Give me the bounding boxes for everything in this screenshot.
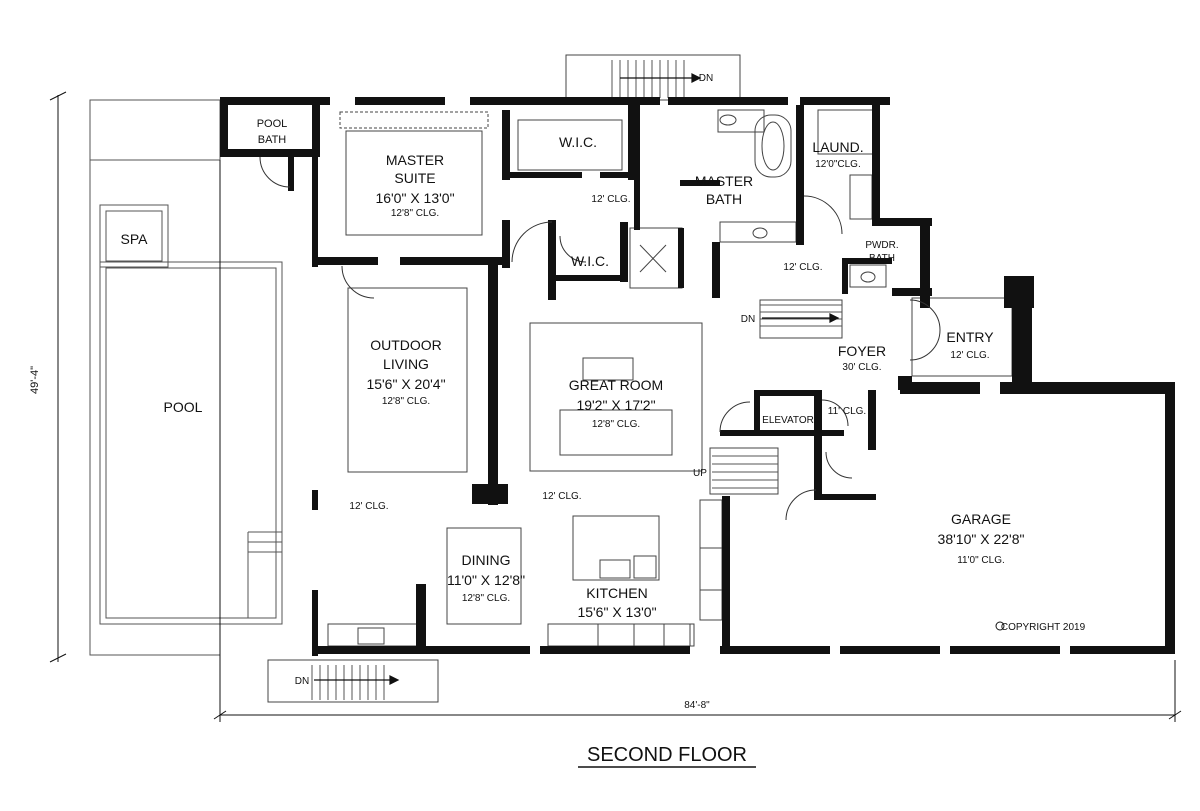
svg-text:PWDR.: PWDR. [865, 240, 898, 251]
bath-hall-clg-label: 12' CLG. [783, 262, 822, 273]
door-swings [259, 156, 941, 521]
wic-top-label: W.I.C. [559, 134, 597, 150]
master-bath-label: MASTER BATH [695, 173, 753, 207]
master-suite-label: MASTER SUITE 16'0" X 13'0" 12'8" CLG. [375, 152, 454, 219]
pool-label: POOL [164, 399, 203, 415]
svg-text:12'8" CLG.: 12'8" CLG. [382, 396, 430, 407]
svg-text:12' CLG.: 12' CLG. [950, 350, 989, 361]
pool-bath-label: POOL BATH [257, 118, 288, 146]
outdoor-living-label: OUTDOOR LIVING 15'6" X 20'4" 12'8" CLG. [366, 337, 445, 407]
svg-text:LAUND.: LAUND. [812, 139, 863, 155]
svg-text:15'6" X 13'0": 15'6" X 13'0" [577, 604, 656, 620]
dimension-lines [49, 91, 1182, 722]
svg-text:38'10" X 22'8": 38'10" X 22'8" [938, 531, 1025, 547]
svg-text:11'0" X 12'8": 11'0" X 12'8" [447, 572, 525, 588]
svg-text:15'6" X 20'4": 15'6" X 20'4" [366, 376, 445, 392]
kitchen-label: KITCHEN 15'6" X 13'0" [577, 585, 656, 620]
foyer-label: FOYER 30' CLG. [838, 343, 886, 373]
svg-text:DN: DN [741, 314, 755, 325]
svg-text:MASTER: MASTER [386, 152, 444, 168]
width-dimension: 84'-8" [684, 700, 710, 711]
svg-text:BATH: BATH [869, 253, 895, 264]
svg-text:SECOND FLOOR: SECOND FLOOR [587, 744, 747, 766]
svg-text:ENTRY: ENTRY [946, 329, 994, 345]
plan-title: SECOND FLOOR [578, 744, 756, 768]
wic-bottom-label: W.I.C. [571, 253, 609, 269]
outdoor-clg-label: 12' CLG. [349, 501, 388, 512]
svg-text:12'8" CLG.: 12'8" CLG. [592, 419, 640, 430]
garage-label: GARAGE 38'10" X 22'8" 11'0" CLG. [938, 511, 1025, 566]
svg-text:DN: DN [295, 676, 309, 687]
depth-dimension: 49'-4" [29, 366, 41, 394]
svg-text:FOYER: FOYER [838, 343, 886, 359]
svg-text:12'8" CLG.: 12'8" CLG. [462, 593, 510, 604]
svg-text:12'8" CLG.: 12'8" CLG. [391, 208, 439, 219]
laundry-label: LAUND. 12'0"CLG. [812, 139, 863, 170]
stair-labels: DN DN DN UP [295, 73, 755, 687]
svg-text:SUITE: SUITE [394, 170, 435, 186]
stair-treads [311, 60, 842, 700]
svg-text:30' CLG.: 30' CLG. [842, 362, 881, 373]
entry-label: ENTRY 12' CLG. [946, 329, 994, 361]
elevator-closet-clg-label: 11' CLG. [828, 406, 866, 417]
svg-text:BATH: BATH [258, 134, 287, 146]
great-room-label: GREAT ROOM 19'2" X 17'2" 12'8" CLG. [569, 377, 663, 430]
stair-arrows [314, 73, 840, 685]
svg-text:16'0" X 13'0": 16'0" X 13'0" [375, 190, 454, 206]
powder-bath-label: PWDR. BATH [865, 240, 898, 264]
svg-text:GARAGE: GARAGE [951, 511, 1011, 527]
hall-clg-label: 12' CLG. [591, 194, 630, 205]
svg-text:GREAT ROOM: GREAT ROOM [569, 377, 663, 393]
elevator-label: ELEVATOR [762, 415, 814, 426]
dining-label: DINING 11'0" X 12'8" 12'8" CLG. [447, 552, 525, 604]
svg-text:DN: DN [699, 73, 713, 84]
svg-text:DINING: DINING [462, 552, 511, 568]
svg-text:POOL: POOL [257, 118, 288, 130]
spa-label: SPA [121, 231, 149, 247]
svg-text:UP: UP [693, 468, 707, 479]
svg-text:LIVING: LIVING [383, 356, 429, 372]
svg-text:11'0" CLG.: 11'0" CLG. [957, 555, 1005, 566]
svg-text:BATH: BATH [706, 191, 742, 207]
svg-text:KITCHEN: KITCHEN [586, 585, 647, 601]
copyright-notice: COPYRIGHT 2019 [995, 621, 1086, 633]
walls [220, 97, 1175, 656]
svg-text:12'0"CLG.: 12'0"CLG. [815, 159, 860, 170]
svg-text:19'2" X 17'2": 19'2" X 17'2" [576, 397, 655, 413]
svg-text:COPYRIGHT 2019: COPYRIGHT 2019 [1001, 622, 1086, 633]
main-clg-label: 12' CLG. [542, 491, 581, 502]
svg-text:MASTER: MASTER [695, 173, 753, 189]
pool-deck [89, 99, 283, 656]
svg-text:OUTDOOR: OUTDOOR [370, 337, 442, 353]
